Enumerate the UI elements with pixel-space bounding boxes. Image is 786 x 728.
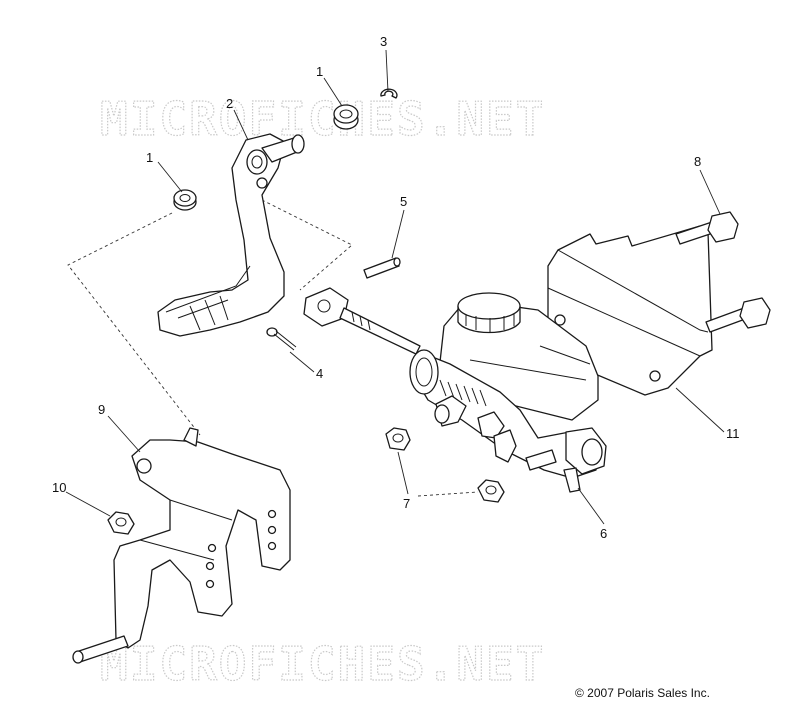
push-rod [303,287,421,355]
e-clip [380,88,398,99]
brake-pedal [157,133,305,337]
bolt-upper [675,211,739,245]
callout-9: 9 [98,402,105,417]
bushing-left [173,189,197,211]
callout-8: 8 [694,154,701,169]
callout-6: 6 [600,526,607,541]
copyright-notice: © 2007 Polaris Sales Inc. [575,686,710,700]
cotter-pin [266,327,297,351]
callout-1-left: 1 [146,150,153,165]
bolt-lower [705,297,771,333]
master-cylinder [409,292,607,493]
callout-2: 2 [226,96,233,111]
callout-4: 4 [316,366,323,381]
callout-7: 7 [403,496,410,511]
callout-5: 5 [400,194,407,209]
callout-11: 11 [726,426,740,441]
nut-upper [385,427,411,451]
callouts: 1 1 2 3 4 5 6 7 8 9 10 11 [52,34,740,541]
callout-10: 10 [52,480,66,495]
watermark-bottom: MICROFICHES.NET [100,637,545,691]
nut-left [107,511,135,535]
clevis-pin [363,257,401,279]
leader-lines [65,49,725,525]
callout-3: 3 [380,34,387,49]
callout-1-top: 1 [316,64,323,79]
alignment-lines [67,199,353,436]
bushing-top [333,104,359,130]
watermark-top: MICROFICHES.NET [100,92,545,146]
pedal-support-bracket [72,427,291,664]
nut-lower [477,479,505,503]
